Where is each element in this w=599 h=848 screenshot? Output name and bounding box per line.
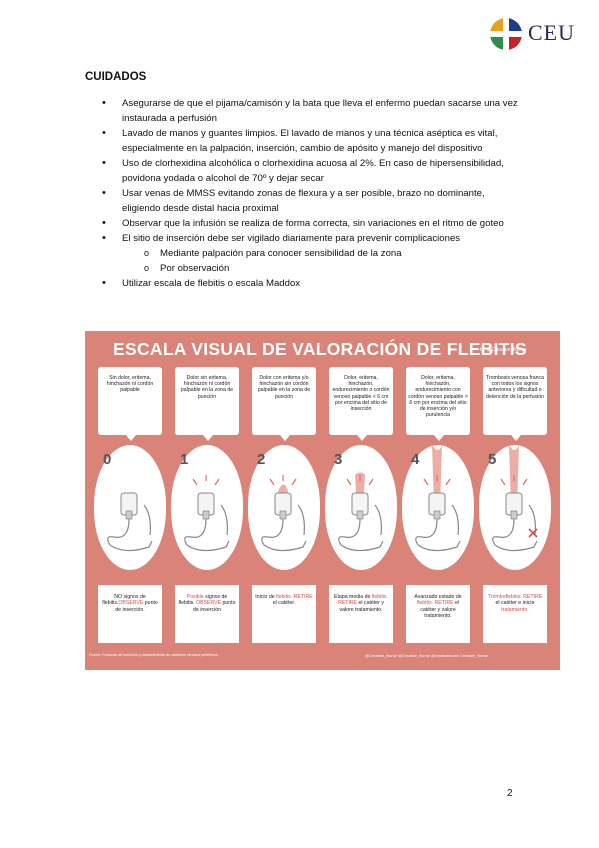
catheter-arm-icon	[261, 475, 307, 552]
care-item: Asegurarse de que el pijama/camisón y la…	[100, 96, 520, 126]
stage-illustration: 4	[402, 445, 474, 570]
stage-result: Posible signos de flebitis. OBSERVE punt…	[175, 585, 239, 643]
catheter-arm-icon	[338, 472, 384, 552]
catheter-arm-icon	[492, 445, 538, 552]
care-item: Usar venas de MMSS evitando zonas de fle…	[100, 186, 520, 216]
stage-result: Avanzado estado de flebitis. RETIRE el c…	[406, 585, 470, 643]
stage-description: Dolor, eritema, hinchazón, endurecimient…	[329, 367, 393, 441]
care-item: Uso de clorhexidina alcohólica o clorhex…	[100, 156, 520, 186]
stage-result: Etapa media de flebitis. RETIRE el catét…	[329, 585, 393, 643]
care-subitem: Por observación	[122, 261, 520, 276]
page-number: 2	[507, 788, 513, 799]
stage-number: 3	[334, 451, 343, 468]
catheter-arm-icon	[415, 445, 461, 552]
catheter-arm-icon	[107, 492, 153, 552]
care-item: Utilizar escala de flebitis o escala Mad…	[100, 276, 520, 291]
poster-social: @Creative_Nurse @Creative_Nurse @creativ…	[365, 653, 488, 658]
stage-number: 2	[257, 451, 266, 468]
stage-description: Trombosis venosa franca con todos los si…	[483, 367, 547, 441]
catheter-arm-icon	[184, 475, 230, 552]
care-item: Lavado de manos y guantes limpios. El la…	[100, 126, 520, 156]
section-title: CUIDADOS	[85, 71, 147, 83]
ceu-logo-mark	[490, 18, 522, 50]
stage-number: 1	[180, 451, 189, 468]
care-subitem: Mediante palpación para conocer sensibil…	[122, 246, 520, 261]
care-item: El sitio de inserción debe ser vigilado …	[100, 231, 520, 276]
stage-illustration: 3	[325, 445, 397, 570]
poster-footer: Fuente: Protocolo de inserción y manteni…	[89, 653, 218, 657]
stage-result: Tromboflebitis. RETIRE el catéter e inic…	[483, 585, 547, 643]
phlebitis-scale-infographic: ESCALA VISUAL DE VALORACIÓN DE FLEBITIS …	[85, 331, 560, 670]
stage-description: Dolor, eritema, hinchazón, endurecimient…	[406, 367, 470, 441]
stage-description: Sin dolor, eritema, hinchazón ni cordón …	[98, 367, 162, 441]
care-item-text: El sitio de inserción debe ser vigilado …	[122, 233, 461, 244]
stage-number: 4	[411, 451, 420, 468]
stage-result: NO signos de flebitis.OBSERVE punto de i…	[98, 585, 162, 643]
logo-text: CEU	[528, 20, 575, 45]
care-sublist: Mediante palpación para conocer sensibil…	[122, 246, 520, 276]
stage-illustration: 2	[248, 445, 320, 570]
poster-credit: by @Creative_Nurse	[480, 347, 527, 353]
poster-title: ESCALA VISUAL DE VALORACIÓN DE FLEBITIS	[113, 339, 527, 359]
stage-number: 5	[488, 451, 497, 468]
stage-illustration: 0	[94, 445, 166, 570]
stage-description: Dolor con eritema y/o hinchazón sin cord…	[252, 367, 316, 441]
stage-illustration: 1	[171, 445, 243, 570]
care-list: Asegurarse de que el pijama/camisón y la…	[100, 96, 520, 291]
stage-result: Inicio de flebitis. RETIRE el catéter.	[252, 585, 316, 643]
stage-illustration: 5	[479, 445, 551, 570]
ceu-logo: CEU	[490, 18, 580, 52]
stage-description: Dolor sin eritema, hinchazón ni cordón p…	[175, 367, 239, 441]
care-item: Observar que la infusión se realiza de f…	[100, 216, 520, 231]
stage-number: 0	[103, 451, 112, 468]
